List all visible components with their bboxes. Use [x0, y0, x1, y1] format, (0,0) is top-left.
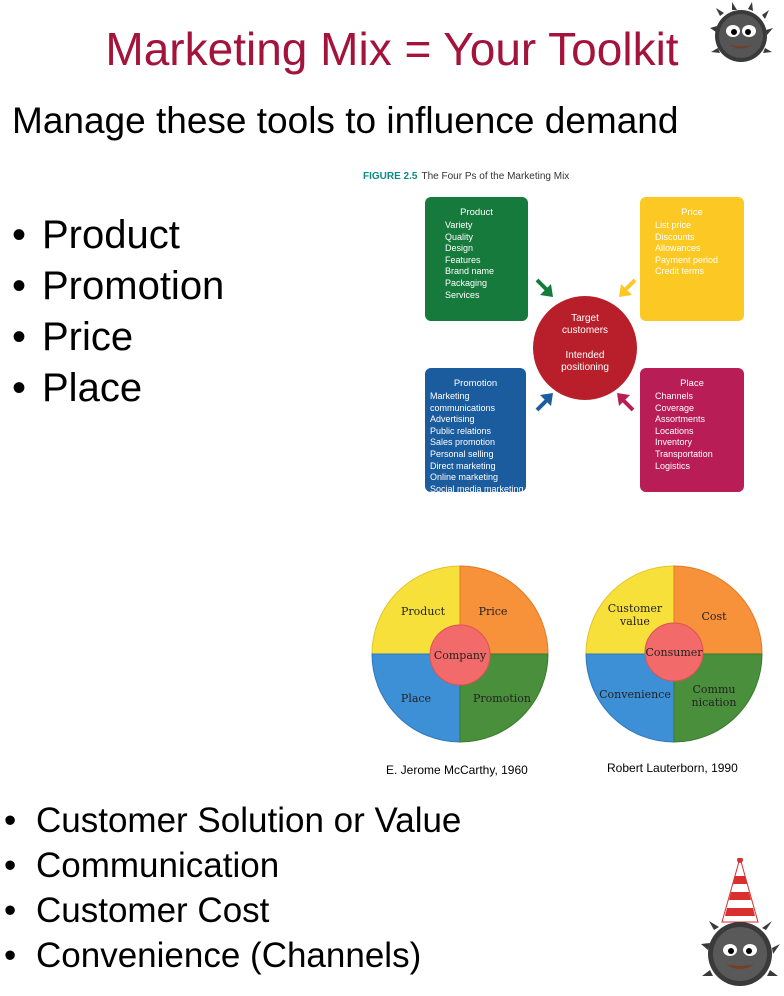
list-item: Variety	[445, 220, 473, 230]
list-item: Channels	[655, 391, 694, 401]
list-item: Convenience (Channels)	[4, 933, 461, 978]
mccarthy-4p-wheel: Product Price Place Promotion Company	[371, 565, 549, 743]
wheel-label-nication: nication	[692, 696, 737, 709]
wheel-label-commu: Commu	[693, 683, 736, 696]
list-item: Social media marketing	[430, 483, 524, 494]
wheel-segment-convenience	[585, 653, 675, 743]
arrow-up-right-icon	[535, 393, 553, 412]
four-p-bullet-list: Product Promotion Price Place	[12, 210, 224, 414]
list-item: Brand name	[445, 266, 495, 277]
wheel-hub	[644, 622, 704, 682]
list-item: Locations	[655, 425, 694, 436]
target-customers-circle: Target customers Intended positioning	[533, 296, 637, 400]
arrow-icons	[535, 278, 637, 412]
product-box-title: Product	[460, 207, 493, 218]
wheel-segment-communication	[673, 653, 763, 743]
list-item: Communication	[4, 843, 461, 888]
figure-label: FIGURE 2.5	[363, 171, 418, 182]
price-box-title: Price	[681, 207, 703, 218]
list-item: Design	[445, 243, 474, 254]
wheel-label-price: Price	[479, 605, 508, 618]
wheel-segment-price	[459, 565, 549, 655]
arrow-down-left-icon	[619, 278, 637, 297]
center-line-1: Target	[571, 313, 599, 324]
page-title: Marketing Mix = Your Toolkit	[105, 23, 679, 75]
mascot-icon	[710, 2, 773, 62]
promotion-box: Promotion Marketing communications Adver…	[425, 368, 526, 494]
list-item: Allowances	[655, 243, 701, 254]
four-c-bullet-list: Customer Solution or Value Communication…	[4, 798, 461, 978]
price-box: Price List price Discounts Allowances Pa…	[640, 197, 744, 321]
list-item: Transportation	[655, 448, 713, 459]
subtitle: Manage these tools to influence demand	[12, 100, 679, 141]
wheel-hub-label: Company	[434, 649, 487, 662]
list-item: Customer Solution or Value	[4, 798, 461, 843]
wheel-label-value: value	[619, 615, 650, 628]
place-box-title: Place	[680, 378, 704, 389]
list-item: Customer Cost	[4, 888, 461, 933]
list-item: Public relations	[430, 425, 492, 436]
list-item: Online marketing	[430, 472, 499, 483]
wheel-label-place: Place	[401, 692, 431, 705]
arrow-down-right-icon	[535, 278, 553, 297]
list-item: List price	[655, 220, 692, 230]
wheel-hub-label: Consumer	[645, 646, 703, 659]
list-item: Services	[445, 289, 480, 300]
mccarthy-caption: E. Jerome McCarthy, 1960	[386, 763, 528, 777]
list-item: Assortments	[655, 414, 706, 425]
wheel-label-product: Product	[401, 605, 446, 618]
list-item: Personal selling	[430, 448, 494, 459]
list-item: Advertising	[430, 414, 475, 425]
lauterborn-4c-wheel: Customer value Cost Convenience Commu ni…	[585, 565, 763, 743]
list-item: Direct marketing	[430, 460, 496, 471]
list-item: Credit terms	[655, 266, 705, 277]
party-hat-mascot-icon	[701, 858, 780, 986]
lauterborn-caption: Robert Lauterborn, 1990	[607, 761, 738, 775]
wheel-label-customer: Customer	[608, 602, 663, 615]
place-box: Place Channels Coverage Assortments Loca…	[640, 368, 744, 492]
center-line-4: positioning	[561, 362, 609, 373]
list-item: Price	[12, 312, 224, 363]
list-item: Packaging	[445, 277, 488, 288]
product-box: Product Variety Quality Design Features …	[425, 197, 528, 321]
wheel-segment-customer-value	[585, 565, 675, 655]
list-item: Payment period	[655, 254, 719, 265]
list-item: Inventory	[655, 437, 693, 448]
wheel-label-convenience: Convenience	[599, 688, 671, 701]
wheel-label-promotion: Promotion	[473, 692, 531, 705]
arrow-up-left-icon	[617, 393, 635, 412]
list-item: Discounts	[655, 231, 695, 242]
figure-caption-text: The Four Ps of the Marketing Mix	[421, 171, 570, 182]
center-line-2: customers	[561, 325, 609, 336]
list-item: Coverage	[655, 402, 695, 413]
list-item: Place	[12, 363, 224, 414]
list-item: Promotion	[12, 261, 224, 312]
list-item: Product	[12, 210, 224, 261]
wheel-hub	[429, 624, 491, 686]
list-item: Sales promotion	[430, 437, 496, 448]
promotion-box-title: Promotion	[453, 378, 498, 389]
list-item: Features	[445, 254, 481, 265]
wheel-label-cost: Cost	[701, 610, 727, 623]
list-item: Logistics	[655, 460, 691, 471]
list-item: Marketing communications	[430, 391, 496, 413]
list-item: Quality	[445, 231, 474, 242]
wheel-segment-cost	[673, 565, 763, 655]
center-line-3: Intended	[565, 350, 605, 361]
wheel-segment-product	[371, 565, 461, 655]
